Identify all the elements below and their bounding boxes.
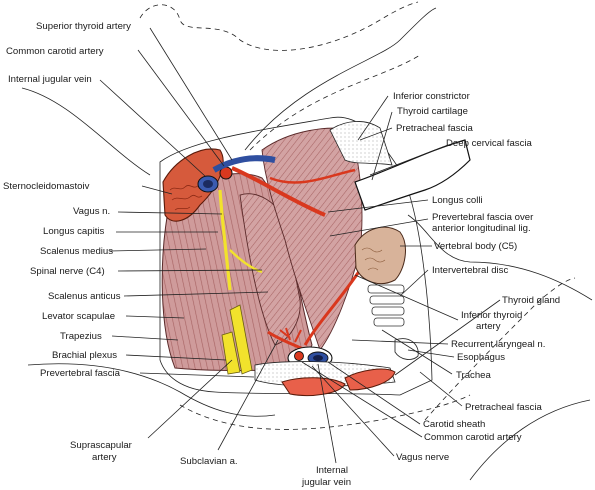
fascia-dashed-top [139,1,419,51]
label-ita-line2: artery [476,321,501,332]
sternocleidomastoid-texture [169,184,203,211]
vertebral-texture [361,247,386,271]
skin-contour-bottom-left [27,363,276,417]
thyroid-cartilage-shape [354,139,471,211]
artery-branches [279,327,302,343]
label-internal-jugular-vein-top: Internal jugular vein [8,74,92,85]
label-thyroid-cartilage: Thyroid cartilage [397,106,468,117]
label-brachial-plexus: Brachial plexus [52,350,117,361]
label-pretracheal-fascia-top: Pretracheal fascia [396,123,473,134]
leader-lines [99,27,501,464]
common-carotid-cut-bottom [294,351,304,361]
label-thyroid-gland: Thyroid gland [502,295,560,306]
fascia-dashed-mid [249,54,421,151]
superior-thyroid-artery-course [269,168,356,184]
label-levator-scapulae: Levator scapulae [42,311,115,322]
label-suprascapular-line1: Suprascapular [70,440,133,451]
skin-contour-bottom-right [469,399,591,481]
label-prevertebral-fascia-over: Prevertebral fascia over anterior longit… [432,212,536,234]
label-longus-capitis: Longus capitis [43,226,105,237]
jugular-vein-course [212,155,276,173]
deep-fascia-outline [159,116,433,396]
label-suprascapular-line2: artery [92,452,117,463]
internal-jugular-vein-lumen-top [203,180,213,188]
labels-left: Superior thyroid artery Common carotid a… [3,21,351,488]
label-trachea: Trachea [456,370,492,381]
label-sternocleidomastoid: Sternocleidomastoiv [3,181,90,192]
label-trapezius: Trapezius [60,331,102,342]
label-common-carotid-artery-top: Common carotid artery [6,46,104,57]
label-ijv-line1: Internal [316,465,348,476]
label-intervertebral-disc: Intervertebral disc [432,265,508,276]
internal-jugular-vein-lumen-bottom [313,355,323,361]
label-pv-over-line1: Prevertebral fascia over [432,212,534,223]
label-vertebral-body-c5: Vertebral body (C5) [434,241,517,252]
skin-contour-top [244,7,437,151]
label-ijv-line2: jugular vein [301,477,351,488]
pretracheal-fascia-region [329,121,393,166]
label-subclavian-a: Subclavian a. [180,456,238,467]
label-prevertebral-fascia-left: Prevertebral fascia [40,368,121,379]
label-vagus-nerve: Vagus nerve [396,452,449,463]
label-pv-over-line2: anterior longitudinal lig. [432,223,531,234]
label-suprascapular-artery: Suprascapular artery [70,440,135,463]
esophagus-shape [394,338,419,360]
label-recurrent-laryngeal-n: Recurrent laryngeal n. [451,339,545,350]
label-deep-cervical-fascia: Deep cervical fascia [446,138,533,149]
label-carotid-sheath: Carotid sheath [423,419,485,430]
label-spinal-nerve-c4: Spinal nerve (C4) [30,266,105,277]
label-superior-thyroid-artery: Superior thyroid artery [36,21,131,32]
brachial-plexus-nerves [221,304,253,375]
label-common-carotid-artery-bottom: Common carotid artery [424,432,522,443]
label-inferior-constrictor: Inferior constrictor [393,91,471,102]
skin-contour-right [407,214,593,301]
vagus-nerve-course [218,189,232,291]
label-scalenus-medius: Scalenus medius [40,246,113,257]
carotid-artery-course [231,166,326,217]
intervertebral-disc-stack [367,284,405,327]
fascia-dashed-right [424,277,576,421]
vertebral-body-c5 [354,226,406,284]
label-internal-jugular-vein-bottom: Internal jugular vein [301,465,351,488]
label-ita-line1: Inferior thyroid [461,310,522,321]
label-scalenus-anticus: Scalenus anticus [48,291,121,302]
spinal-nerve-course [229,249,263,274]
label-pretracheal-fascia-bottom: Pretracheal fascia [465,402,542,413]
label-esophagus: Esophagus [457,352,505,363]
labels-right: Inferior constrictor Thyroid cartilage P… [393,91,560,463]
anatomy-illustration [21,1,593,481]
inferior-thyroid-artery-course [303,269,362,346]
thyroid-gland-lobe-right [344,368,396,391]
thyroid-gland-lobe-left [281,377,346,397]
label-inferior-thyroid-artery: Inferior thyroid artery [461,310,525,332]
skin-contour-left [21,87,151,176]
label-vagus-n: Vagus n. [73,206,110,217]
label-longus-colli: Longus colli [432,195,483,206]
